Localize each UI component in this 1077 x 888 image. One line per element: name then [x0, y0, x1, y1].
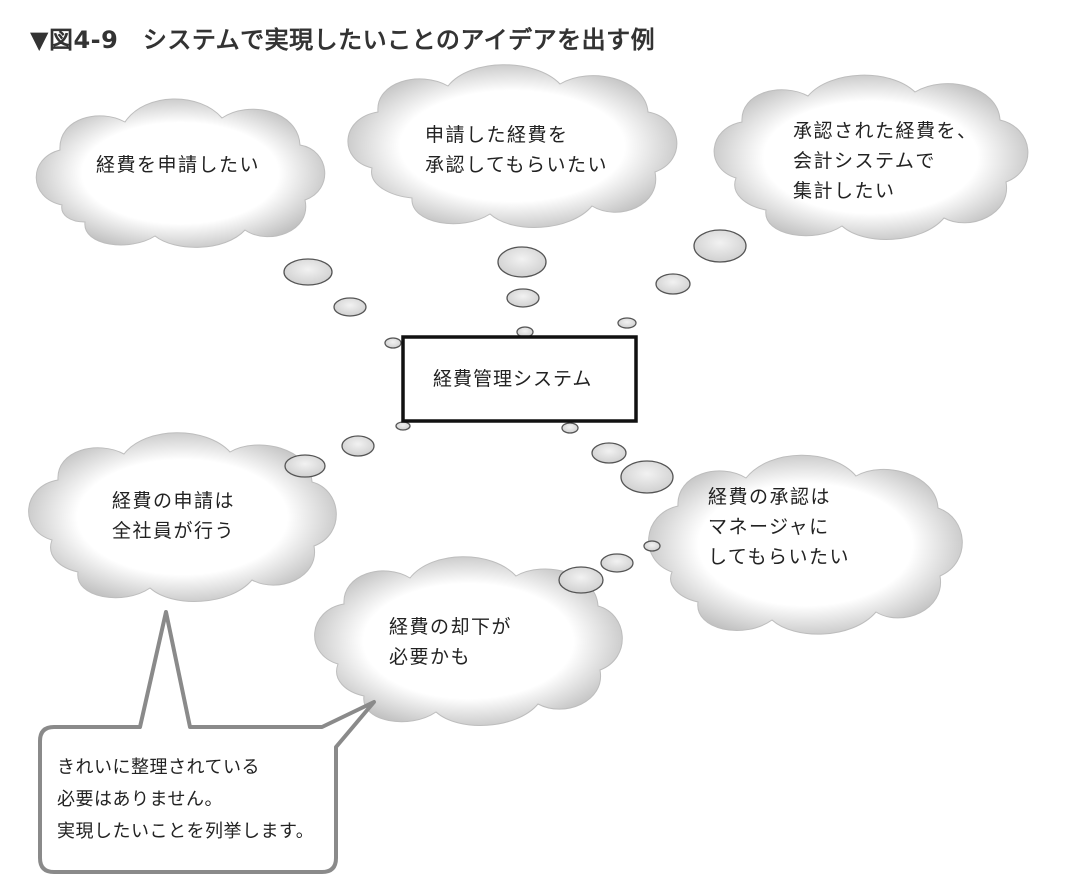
figure-title: ▼図4-9 システムで実現したいことのアイデアを出す例 — [30, 26, 656, 54]
cloud-all-staff-label: 経費の申請は 全社員が行う — [112, 486, 235, 546]
note-text-line: 必要はありません。 — [57, 789, 223, 810]
bubble — [284, 454, 326, 478]
cloud-text-line: 集計したい — [793, 180, 896, 202]
cloud-manager-label: 経費の承認は マネージャに してもらいたい — [708, 482, 850, 572]
bubble — [600, 553, 634, 573]
cloud-all-staff — [28, 432, 337, 602]
cloud-manager — [648, 454, 963, 635]
cloud-text-line: 申請した経費を — [425, 124, 569, 146]
bubble — [617, 317, 637, 329]
bubble — [283, 258, 333, 286]
note-text-line: 実現したいことを列挙します。 — [57, 821, 315, 842]
note-text-line: きれいに整理されている — [57, 757, 260, 778]
center-label: 経費管理システム — [433, 368, 593, 390]
bubble — [506, 288, 540, 308]
bubble — [655, 273, 691, 295]
cloud-text-line: してもらいたい — [708, 546, 850, 568]
cloud-text-line: 経費の承認は — [708, 486, 832, 508]
center-box — [401, 335, 638, 423]
cloud-text-line: 会計システムで — [793, 150, 936, 172]
note-callout — [38, 610, 376, 874]
bubble — [693, 229, 747, 263]
cloud-text-line: マネージャに — [708, 516, 830, 538]
cloud-text-line: 経費を申請したい — [96, 154, 261, 176]
cloud-text-line: 承認してもらいたい — [425, 154, 608, 176]
bubble — [558, 566, 604, 594]
cloud-text-line: 経費の却下が — [389, 616, 513, 638]
cloud-text-line: 承認された経費を、 — [793, 120, 978, 142]
thought-bubbles — [283, 229, 747, 594]
bubble — [341, 435, 375, 457]
cloud-reject — [314, 556, 623, 726]
bubble — [497, 246, 547, 278]
bubble — [395, 421, 411, 431]
bubble — [384, 337, 402, 349]
cloud-aggregate-label: 承認された経費を、 会計システムで 集計したい — [793, 116, 978, 206]
cloud-approve-label: 申請した経費を 承認してもらいたい — [425, 120, 608, 180]
bubble — [620, 460, 674, 494]
cloud-reject-label: 経費の却下が 必要かも — [389, 612, 512, 672]
cloud-text-line: 経費の申請は — [112, 490, 236, 512]
bubble — [643, 540, 661, 552]
bubble — [561, 422, 579, 434]
cloud-aggregate — [713, 74, 1029, 240]
bubble — [591, 442, 627, 464]
cloud-apply-label: 経費を申請したい — [96, 150, 260, 180]
cloud-text-line: 必要かも — [389, 646, 472, 668]
bubble — [333, 297, 367, 317]
cloud-text-line: 全社員が行う — [112, 520, 236, 542]
note-text: きれいに整理されている 必要はありません。 実現したいことを列挙します。 — [57, 752, 314, 848]
cloud-approve — [347, 64, 678, 228]
cloud-apply — [35, 98, 326, 248]
